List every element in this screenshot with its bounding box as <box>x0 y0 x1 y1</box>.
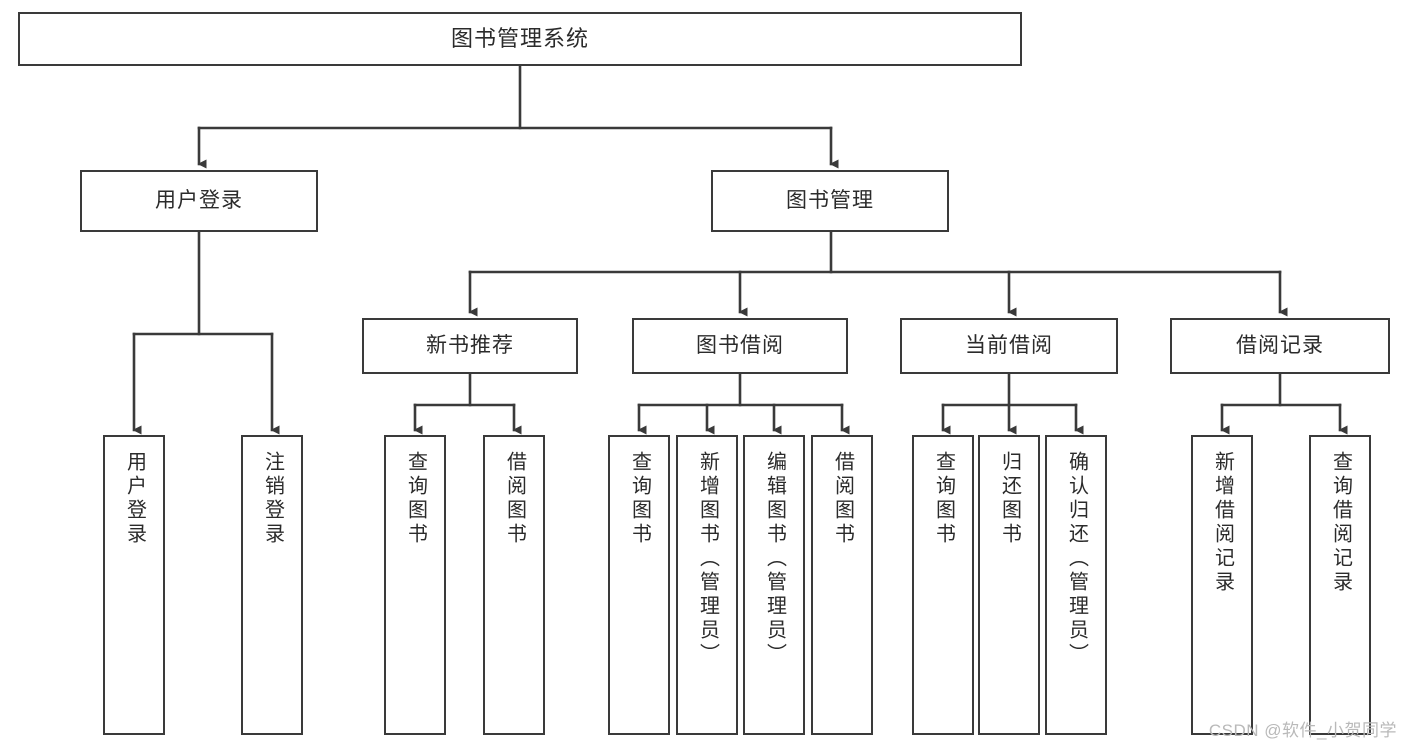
leaf-user-logout[interactable]: 注销登录 <box>241 435 303 735</box>
watermark-text: CSDN @软件_小贺同学 <box>1208 721 1397 740</box>
node-user-login[interactable]: 用户登录 <box>80 170 318 232</box>
node-label: 借阅图书 <box>831 451 854 547</box>
leaf-current-return-book[interactable]: 归还图书 <box>978 435 1040 735</box>
node-current-borrow[interactable]: 当前借阅 <box>900 318 1118 374</box>
leaf-borrow-edit-book-admin[interactable]: 编辑图书（管理员） <box>743 435 805 735</box>
node-label: 注销登录 <box>261 451 284 547</box>
leaf-user-login[interactable]: 用户登录 <box>103 435 165 735</box>
node-label: 当前借阅 <box>965 334 1053 358</box>
node-label: 借阅图书 <box>503 451 526 547</box>
node-label: 图书借阅 <box>696 334 784 358</box>
leaf-record-query-record[interactable]: 查询借阅记录 <box>1309 435 1371 735</box>
leaf-newbook-borrow-book[interactable]: 借阅图书 <box>483 435 545 735</box>
leaf-borrow-add-book-admin[interactable]: 新增图书（管理员） <box>676 435 738 735</box>
node-label: 借阅记录 <box>1236 334 1324 358</box>
leaf-borrow-query-book[interactable]: 查询图书 <box>608 435 670 735</box>
node-new-book-recommend[interactable]: 新书推荐 <box>362 318 578 374</box>
node-book-management[interactable]: 图书管理 <box>711 170 949 232</box>
node-label: 归还图书 <box>998 451 1021 547</box>
leaf-current-query-book[interactable]: 查询图书 <box>912 435 974 735</box>
leaf-newbook-query-book[interactable]: 查询图书 <box>384 435 446 735</box>
node-label: 用户登录 <box>155 189 243 213</box>
leaf-borrow-borrow-book[interactable]: 借阅图书 <box>811 435 873 735</box>
node-label: 确认归还（管理员） <box>1065 451 1088 667</box>
node-label: 查询借阅记录 <box>1329 451 1352 595</box>
node-label: 查询图书 <box>932 451 955 547</box>
node-label: 图书管理 <box>786 189 874 213</box>
leaf-current-confirm-return-admin[interactable]: 确认归还（管理员） <box>1045 435 1107 735</box>
node-root-system[interactable]: 图书管理系统 <box>18 12 1022 66</box>
node-borrow-record[interactable]: 借阅记录 <box>1170 318 1390 374</box>
node-label: 编辑图书（管理员） <box>763 451 786 667</box>
node-label: 新增借阅记录 <box>1211 451 1234 595</box>
node-label: 用户登录 <box>123 451 146 547</box>
node-book-borrow[interactable]: 图书借阅 <box>632 318 848 374</box>
node-label: 新增图书（管理员） <box>696 451 719 667</box>
node-label: 查询图书 <box>404 451 427 547</box>
node-label: 查询图书 <box>628 451 651 547</box>
node-label: 新书推荐 <box>426 334 514 358</box>
node-label: 图书管理系统 <box>450 25 589 51</box>
leaf-record-add-record[interactable]: 新增借阅记录 <box>1191 435 1253 735</box>
